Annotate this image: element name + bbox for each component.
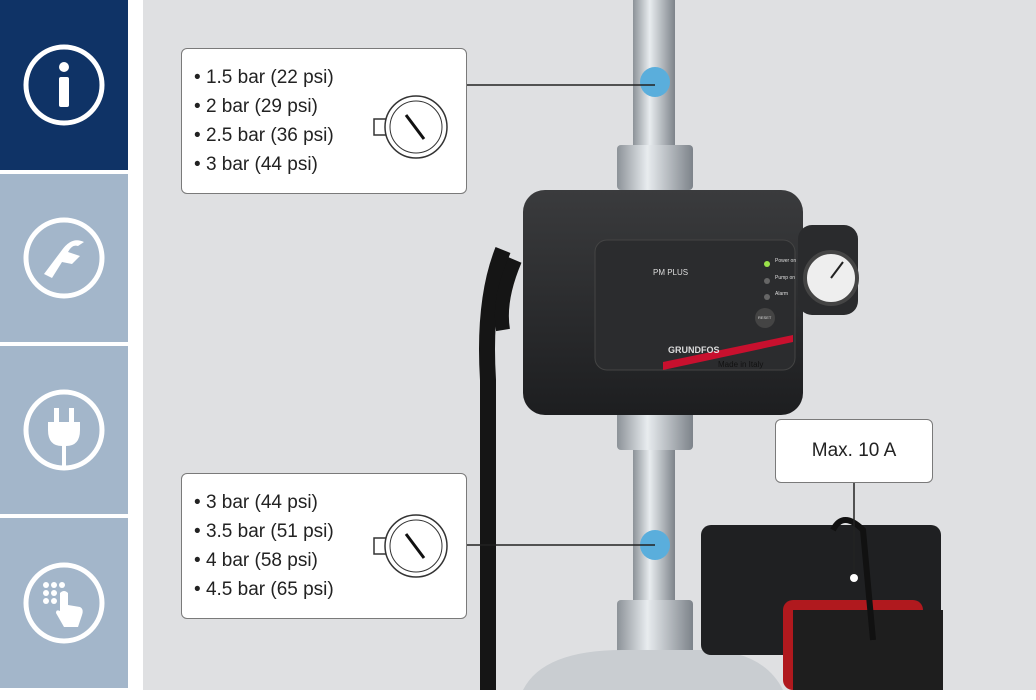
pressure-option: 4 bar (58 psi): [194, 546, 334, 575]
pressure-option: 1.5 bar (22 psi): [194, 63, 334, 92]
pressure-option: 3 bar (44 psi): [194, 488, 334, 517]
plug-icon: [23, 389, 105, 471]
keypad-touch-icon: [23, 562, 105, 644]
led-label: Alarm: [775, 291, 789, 297]
led-label: Pump on: [775, 275, 796, 281]
product-illustration: PM PLUS Power on Pump on Alarm RESET GRU…: [143, 0, 1036, 690]
sidebar-item-electrical[interactable]: [0, 346, 128, 514]
led-label: Power on: [775, 258, 797, 264]
lower-pressure-callout: 3 bar (44 psi)3.5 bar (51 psi)4 bar (58 …: [181, 473, 467, 619]
pressure-option: 4.5 bar (65 psi): [194, 575, 334, 604]
pressure-gauge-icon: [373, 514, 448, 578]
current-rating: Max. 10 A: [811, 440, 897, 461]
pressure-option: 2 bar (29 psi): [194, 92, 334, 121]
pressure-option: 3.5 bar (51 psi): [194, 517, 334, 546]
info-icon: [23, 44, 105, 126]
pressure-switch-image: [465, 0, 943, 690]
brand-logo: GRUNDFOS: [668, 345, 720, 355]
sidebar-item-info[interactable]: [0, 0, 128, 170]
upper-marker: [640, 67, 670, 97]
pressure-option: 3 bar (44 psi): [194, 150, 334, 179]
origin-label: Made in Italy: [718, 360, 764, 369]
device-model: PM PLUS: [653, 268, 689, 277]
upper-pressure-callout: 1.5 bar (22 psi)2 bar (29 psi)2.5 bar (3…: [181, 48, 467, 194]
pressure-gauge-icon: [373, 95, 448, 159]
pressure-option: 2.5 bar (36 psi): [194, 121, 334, 150]
sidebar-item-operation[interactable]: [0, 518, 128, 688]
hand-wrench-icon: [23, 217, 105, 299]
current-rating-callout: Max. 10 A: [775, 419, 933, 483]
reset-label: RESET: [758, 315, 772, 320]
sidebar-item-installation[interactable]: [0, 174, 128, 342]
